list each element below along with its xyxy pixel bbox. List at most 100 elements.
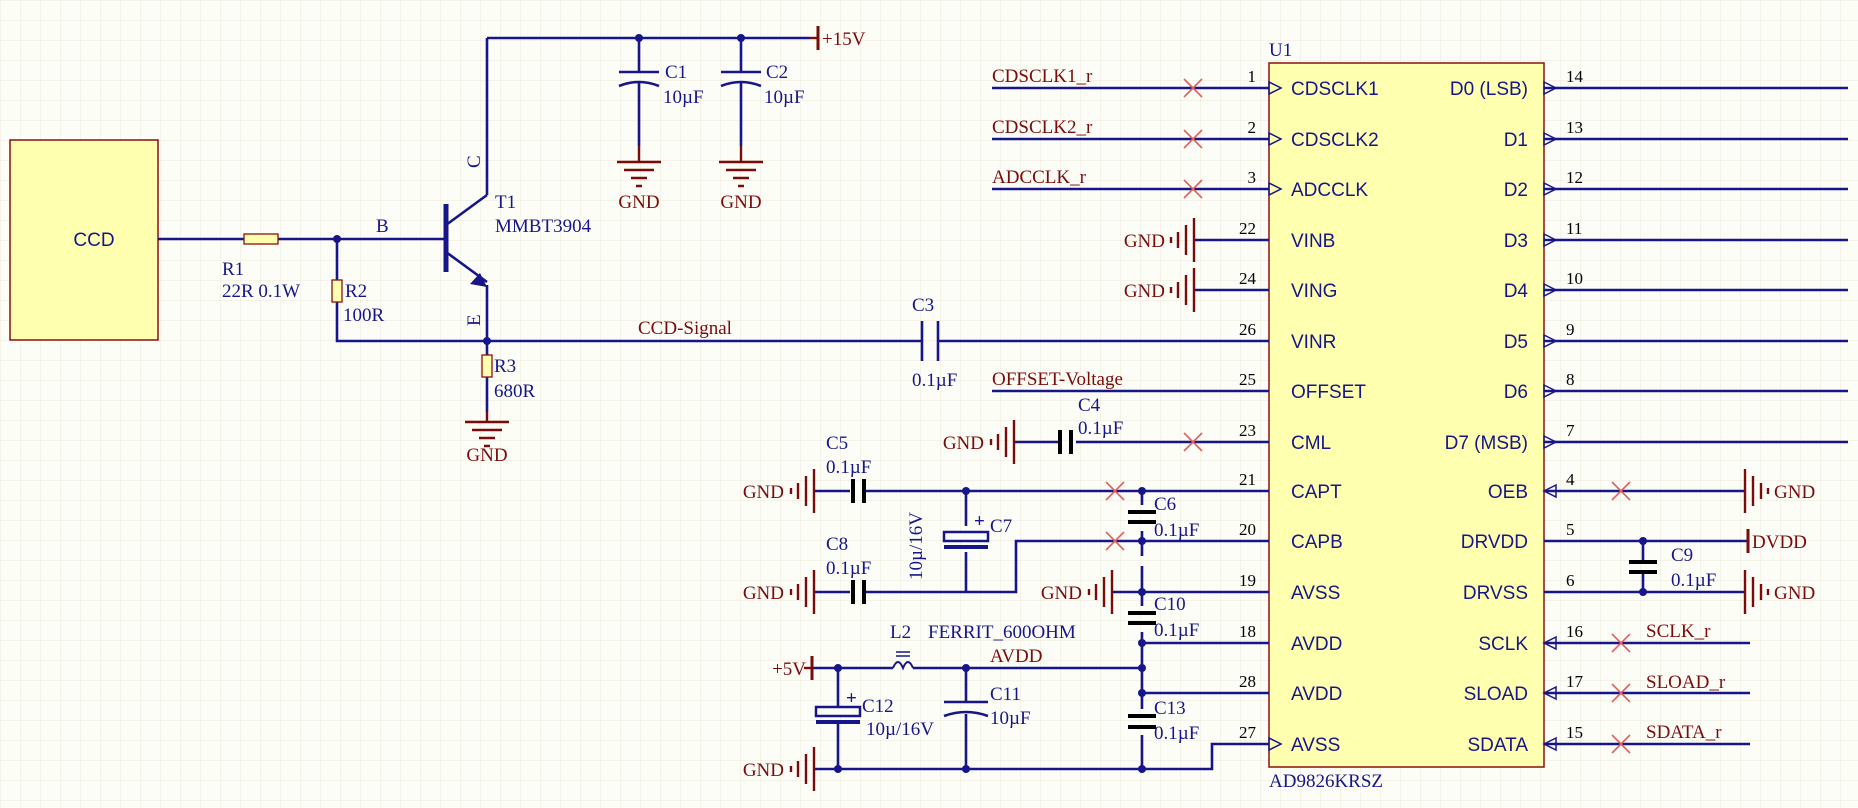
svg-text:C3: C3	[912, 295, 934, 316]
svg-text:0.1µF: 0.1µF	[826, 558, 871, 579]
no-connect-marker	[1183, 432, 1203, 452]
svg-text:R1: R1	[222, 259, 244, 280]
ic-pin-right[interactable]: 7D7 (MSB)	[1445, 421, 1848, 454]
pin-name: D5	[1504, 332, 1528, 353]
svg-text:L2: L2	[890, 622, 911, 643]
net-label-sclk: SCLK_r	[1646, 621, 1711, 642]
svg-text:C12: C12	[862, 696, 894, 717]
inductor-l2[interactable]: L2 FERRIT_600OHM	[890, 622, 1076, 671]
svg-text:FERRIT_600OHM: FERRIT_600OHM	[928, 622, 1076, 643]
svg-text:100R: 100R	[343, 305, 385, 326]
svg-text:GND: GND	[943, 433, 984, 454]
capacitor-c3[interactable]: C3 0.1µF	[912, 295, 957, 391]
svg-text:C6: C6	[1154, 494, 1176, 515]
no-connect-marker	[1611, 481, 1631, 501]
pin-name: VINB	[1291, 231, 1335, 252]
pin-name: VINR	[1291, 332, 1336, 353]
capacitor-c8[interactable]: C8 0.1µF	[826, 534, 871, 604]
capacitor-c5[interactable]: C5 0.1µF	[826, 433, 871, 503]
ic-pin-right[interactable]: 8D6	[1504, 370, 1848, 403]
capacitor-c7[interactable]: + C7 10µ/16V	[906, 511, 1012, 580]
pin-name: D6	[1504, 382, 1528, 403]
ic-u1[interactable]: U1 AD9826KRSZ	[1268, 40, 1545, 792]
svg-text:0.1µF: 0.1µF	[1078, 418, 1123, 439]
pin-name: D1	[1504, 130, 1528, 151]
svg-text:C7: C7	[990, 516, 1012, 537]
svg-text:GND: GND	[1124, 281, 1165, 302]
gnd-avss19: GND	[1041, 570, 1114, 614]
gnd-oeb: GND	[1743, 469, 1815, 513]
capacitor-c9[interactable]: C9 0.1µF	[1629, 545, 1716, 591]
power-port-dvdd: DVDD	[1746, 529, 1807, 553]
pin-name: CAPT	[1291, 482, 1342, 503]
pin-name: SCLK	[1478, 634, 1528, 655]
svg-text:C11: C11	[990, 684, 1021, 705]
gnd-avdd-bottom: GND	[743, 747, 816, 791]
ic-pin-right[interactable]: 9D5	[1504, 320, 1848, 353]
svg-text:10µ/16V: 10µ/16V	[866, 719, 934, 740]
pin-name: CDSCLK2	[1291, 130, 1379, 151]
resistor-r3[interactable]: R3 680R	[481, 354, 536, 402]
svg-text:22R 0.1W: 22R 0.1W	[222, 281, 300, 302]
pin-number: 7	[1566, 421, 1575, 440]
gnd-vinb: GND	[1124, 218, 1225, 262]
net-label-cdsclk1: CDSCLK1_r	[992, 66, 1093, 87]
pin-number: 25	[1239, 370, 1256, 389]
capacitor-c1[interactable]: C1 10µF	[618, 38, 704, 146]
svg-text:0.1µF: 0.1µF	[1154, 620, 1199, 641]
svg-text:+: +	[974, 511, 985, 532]
pin-name: DRVDD	[1461, 532, 1528, 553]
pin-name: CML	[1291, 433, 1331, 454]
svg-text:GND: GND	[1041, 583, 1082, 604]
net-label-ccd-signal: CCD-Signal	[638, 318, 732, 339]
transistor-t1[interactable]: B C E T1 MMBT3904	[376, 155, 592, 326]
capacitor-c6[interactable]: C6 0.1µF	[1128, 494, 1199, 541]
pin-number: 10	[1566, 269, 1583, 288]
capacitor-c2[interactable]: C2 10µF	[720, 38, 805, 146]
capacitor-c4[interactable]: C4 0.1µF	[1058, 395, 1123, 454]
no-connect-marker	[1611, 633, 1631, 653]
resistor-r1[interactable]: R1 22R 0.1W	[222, 233, 300, 302]
pin-number: 17	[1566, 672, 1584, 691]
capacitor-c13[interactable]: C13 0.1µF	[1128, 698, 1199, 744]
gnd-symbol-c1: GND	[617, 146, 661, 213]
pin-name: CDSCLK1	[1291, 79, 1379, 100]
pin-name: D0 (LSB)	[1450, 79, 1528, 100]
capacitor-c12[interactable]: + C12 10µ/16V	[814, 688, 934, 740]
ccd-block[interactable]: CCD	[9, 139, 159, 341]
svg-text:0.1µF: 0.1µF	[826, 457, 871, 478]
svg-text:GND: GND	[466, 445, 507, 466]
resistor-r2[interactable]: R2 100R	[331, 279, 385, 326]
cml-circuit: GND	[943, 420, 1225, 464]
svg-text:GND: GND	[743, 482, 784, 503]
capacitor-c11[interactable]: C11 10µF	[943, 684, 1031, 729]
svg-text:10µ/16V: 10µ/16V	[906, 512, 927, 580]
capacitor-c10[interactable]: C10 0.1µF	[1128, 594, 1199, 641]
svg-text:C2: C2	[766, 62, 788, 83]
